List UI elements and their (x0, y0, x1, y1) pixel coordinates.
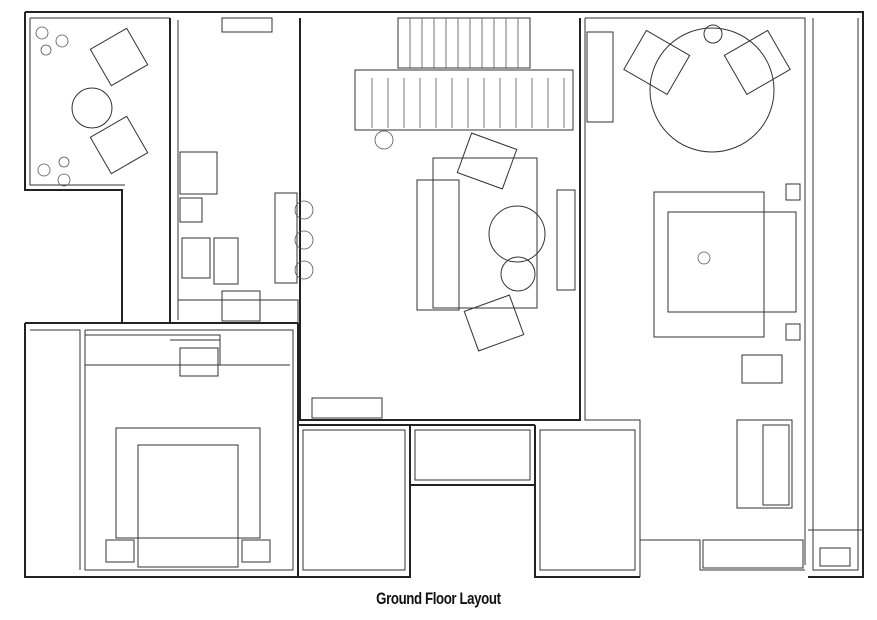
terrace-furniture (35, 26, 149, 187)
plant-icon (374, 130, 394, 150)
walls (24, 11, 864, 578)
round-table-icon (71, 87, 113, 129)
armchair-icon (463, 294, 525, 352)
sofa-icon (416, 179, 460, 311)
rug-icon (649, 27, 775, 153)
stove-icon (221, 290, 261, 322)
kitchen (179, 17, 314, 322)
page-title: Ground Floor Layout (376, 589, 501, 608)
bed-icon (667, 211, 797, 313)
armchair-icon (456, 132, 518, 190)
rug-icon (653, 191, 765, 338)
coffee-table-icon (488, 205, 546, 263)
bed-icon (137, 444, 239, 568)
staircase (354, 17, 574, 150)
armchair-icon (623, 29, 691, 96)
armchair-icon (723, 29, 791, 96)
armchair-icon (89, 27, 149, 87)
sink-icon (181, 237, 211, 279)
bench-icon (762, 424, 790, 506)
armchair-icon (89, 115, 149, 175)
bedroom-2 (105, 347, 271, 568)
master-bedroom (586, 24, 851, 569)
rug-icon (115, 427, 261, 539)
living-room (311, 132, 576, 419)
